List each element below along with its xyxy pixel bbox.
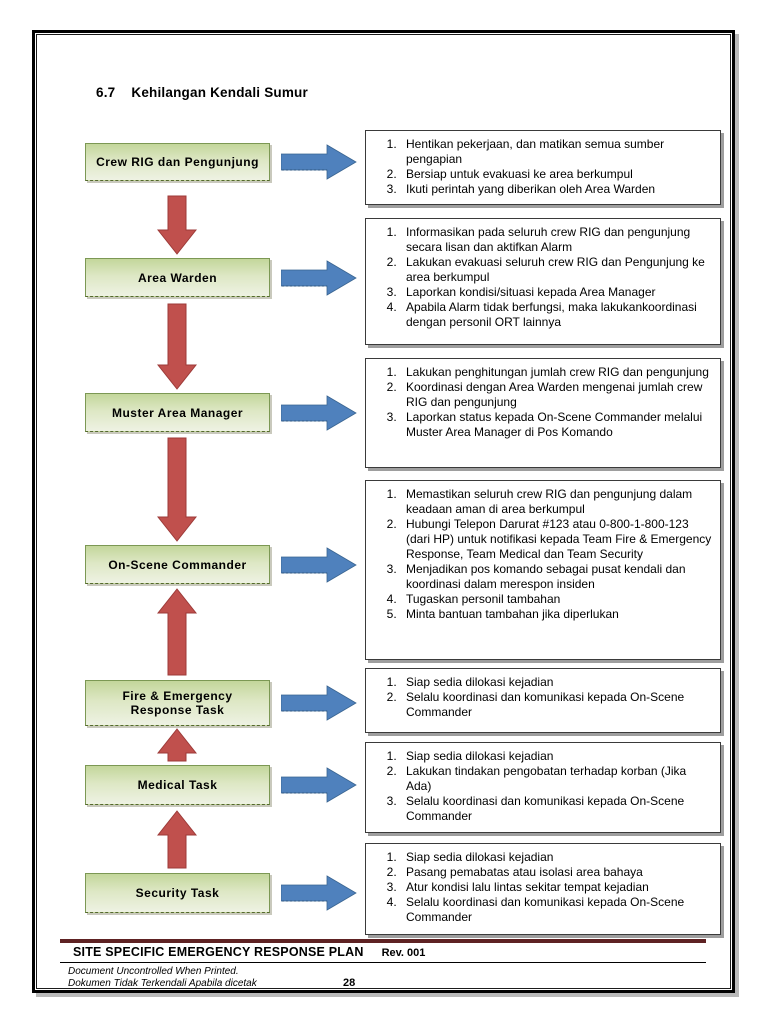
task-item: Informasikan pada seluruh crew RIG dan p… xyxy=(400,225,714,255)
task-list: Siap sedia dilokasi kejadianSelalu koord… xyxy=(366,675,714,720)
page-border-frame: 6.7 Kehilangan Kendali Sumur Crew RIG dan… xyxy=(32,30,735,993)
task-list: Informasikan pada seluruh crew RIG dan p… xyxy=(366,225,714,330)
task-box-medical-task: Siap sedia dilokasi kejadianLakukan tind… xyxy=(365,742,721,833)
task-item: Laporkan kondisi/situasi kepada Area Man… xyxy=(400,285,714,300)
flow-node-crew-rig: Crew RIG dan Pengunjung xyxy=(85,143,270,181)
task-box-on-scene-commander: Memastikan seluruh crew RIG dan pengunju… xyxy=(365,480,721,660)
flow-arrow-right-icon xyxy=(281,547,357,583)
task-item: Lakukan penghitungan jumlah crew RIG dan… xyxy=(400,365,714,380)
task-item: Atur kondisi lalu lintas sekitar tempat … xyxy=(400,880,714,895)
footer-accent-line xyxy=(60,939,706,943)
page-number: 28 xyxy=(343,977,356,989)
task-item: Bersiap untuk evakuasi ke area berkumpul xyxy=(400,167,714,182)
footer-note-english: Document Uncontrolled When Printed. xyxy=(68,966,239,977)
task-item: Pasang pemabatas atau isolasi area bahay… xyxy=(400,865,714,880)
section-heading: 6.7 Kehilangan Kendali Sumur xyxy=(96,85,308,100)
flow-arrow-right-icon xyxy=(281,395,357,431)
flow-node-fire-emergency-response: Fire & Emergency Response Task xyxy=(85,680,270,726)
footer-divider xyxy=(60,962,706,963)
flow-node-medical-task: Medical Task xyxy=(85,765,270,805)
task-item: Apabila Alarm tidak berfungsi, maka laku… xyxy=(400,300,714,330)
flow-arrow-down-icon xyxy=(157,195,197,255)
task-item: Selalu koordinasi dan komunikasi kepada … xyxy=(400,690,714,720)
task-box-muster-area-manager: Lakukan penghitungan jumlah crew RIG dan… xyxy=(365,358,721,468)
footer-note-indonesian: Dokumen Tidak Terkendali Apabila dicetak xyxy=(68,978,257,989)
task-item: Minta bantuan tambahan jika diperlukan xyxy=(400,607,714,622)
flow-arrow-right-icon xyxy=(281,767,357,803)
task-box-fire-emergency-response: Siap sedia dilokasi kejadianSelalu koord… xyxy=(365,668,721,733)
flow-arrow-down-icon xyxy=(157,303,197,390)
flow-arrow-right-icon xyxy=(281,875,357,911)
task-list: Siap sedia dilokasi kejadianPasang pemab… xyxy=(366,850,714,925)
flow-arrow-right-icon xyxy=(281,685,357,721)
task-item: Menjadikan pos komando sebagai pusat ken… xyxy=(400,562,714,592)
task-item: Memastikan seluruh crew RIG dan pengunju… xyxy=(400,487,714,517)
task-item: Lakukan evakuasi seluruh crew RIG dan Pe… xyxy=(400,255,714,285)
task-item: Lakukan tindakan pengobatan terhadap kor… xyxy=(400,764,714,794)
task-list: Hentikan pekerjaan, dan matikan semua su… xyxy=(366,137,714,197)
flow-node-security-task: Security Task xyxy=(85,873,270,913)
task-list: Siap sedia dilokasi kejadianLakukan tind… xyxy=(366,749,714,824)
section-number: 6.7 xyxy=(96,85,116,100)
task-item: Laporkan status kepada On-Scene Commande… xyxy=(400,410,714,440)
task-list: Memastikan seluruh crew RIG dan pengunju… xyxy=(366,487,714,622)
task-item: Hentikan pekerjaan, dan matikan semua su… xyxy=(400,137,714,167)
task-item: Ikuti perintah yang diberikan oleh Area … xyxy=(400,182,714,197)
footer-title-row: SITE SPECIFIC EMERGENCY RESPONSE PLAN Rev… xyxy=(73,945,425,959)
flow-arrow-down-icon xyxy=(157,437,197,542)
task-item: Siap sedia dilokasi kejadian xyxy=(400,675,714,690)
task-item: Siap sedia dilokasi kejadian xyxy=(400,749,714,764)
flow-arrow-right-icon xyxy=(281,260,357,296)
footer-revision: Rev. 001 xyxy=(381,947,426,959)
task-box-area-warden: Informasikan pada seluruh crew RIG dan p… xyxy=(365,218,721,345)
flow-node-on-scene-commander: On-Scene Commander xyxy=(85,545,270,584)
flow-arrow-up-icon xyxy=(157,810,197,869)
task-item: Selalu koordinasi dan komunikasi kepada … xyxy=(400,794,714,824)
task-box-crew-rig: Hentikan pekerjaan, dan matikan semua su… xyxy=(365,130,721,205)
flow-node-muster-area-manager: Muster Area Manager xyxy=(85,393,270,432)
task-item: Koordinasi dengan Area Warden mengenai j… xyxy=(400,380,714,410)
task-item: Tugaskan personil tambahan xyxy=(400,592,714,607)
task-list: Lakukan penghitungan jumlah crew RIG dan… xyxy=(366,365,714,440)
flow-arrow-up-icon xyxy=(157,588,197,676)
task-item: Hubungi Telepon Darurat #123 atau 0-800-… xyxy=(400,517,714,562)
flow-arrow-up-icon xyxy=(157,728,197,762)
flow-node-area-warden: Area Warden xyxy=(85,258,270,297)
task-item: Selalu koordinasi dan komunikasi kepada … xyxy=(400,895,714,925)
task-box-security-task: Siap sedia dilokasi kejadianPasang pemab… xyxy=(365,843,721,935)
flow-arrow-right-icon xyxy=(281,144,357,180)
section-title: Kehilangan Kendali Sumur xyxy=(131,85,308,100)
footer-plan-title: SITE SPECIFIC EMERGENCY RESPONSE PLAN xyxy=(73,945,364,959)
task-item: Siap sedia dilokasi kejadian xyxy=(400,850,714,865)
